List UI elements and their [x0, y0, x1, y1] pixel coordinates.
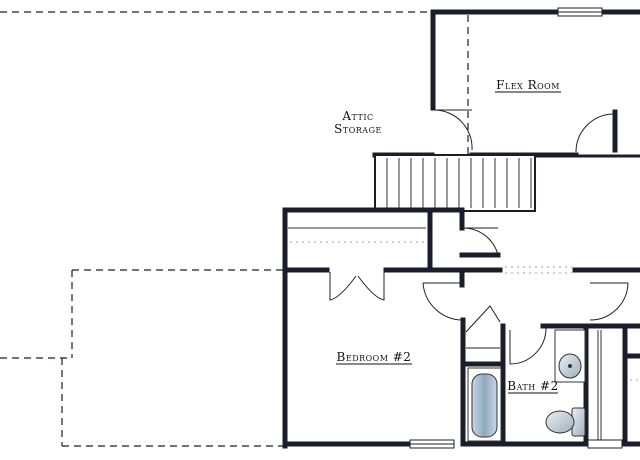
label-attic-storage: Attic Storage — [334, 109, 382, 136]
hallway-walls — [459, 266, 640, 274]
closet-bifold-doors — [329, 272, 385, 301]
staircase — [374, 154, 536, 212]
vanity-sink — [554, 329, 586, 383]
attic-label-line2: Storage — [334, 122, 382, 136]
attic-label-line1: Attic — [341, 109, 373, 123]
hall-closet-door — [461, 227, 499, 256]
flex-room-door — [434, 109, 473, 151]
bath-door — [509, 327, 547, 365]
bath-2-label: Bath #2 — [507, 379, 558, 393]
attic-outline-dashed — [0, 11, 469, 447]
bedroom-door — [422, 282, 464, 321]
label-bath-2: Bath #2 — [507, 379, 558, 394]
bathtub — [467, 367, 502, 442]
bath-walls — [460, 323, 640, 447]
shower-glass — [597, 330, 640, 440]
bedroom-window — [409, 439, 455, 449]
label-flex-room: Flex Room — [495, 78, 561, 93]
right-room-door — [589, 282, 629, 321]
toilet — [545, 407, 586, 437]
flex-room-right-door — [575, 113, 614, 153]
bath-linen-closet-door — [465, 305, 501, 349]
bedroom-walls — [282, 207, 640, 449]
flex-room-window — [557, 7, 603, 17]
bath-window — [587, 439, 623, 449]
bedroom-closet-shelf — [288, 227, 426, 243]
flex-room-label: Flex Room — [496, 78, 560, 92]
bedroom-2-label: Bedroom #2 — [337, 350, 412, 364]
label-bedroom-2: Bedroom #2 — [336, 350, 412, 365]
